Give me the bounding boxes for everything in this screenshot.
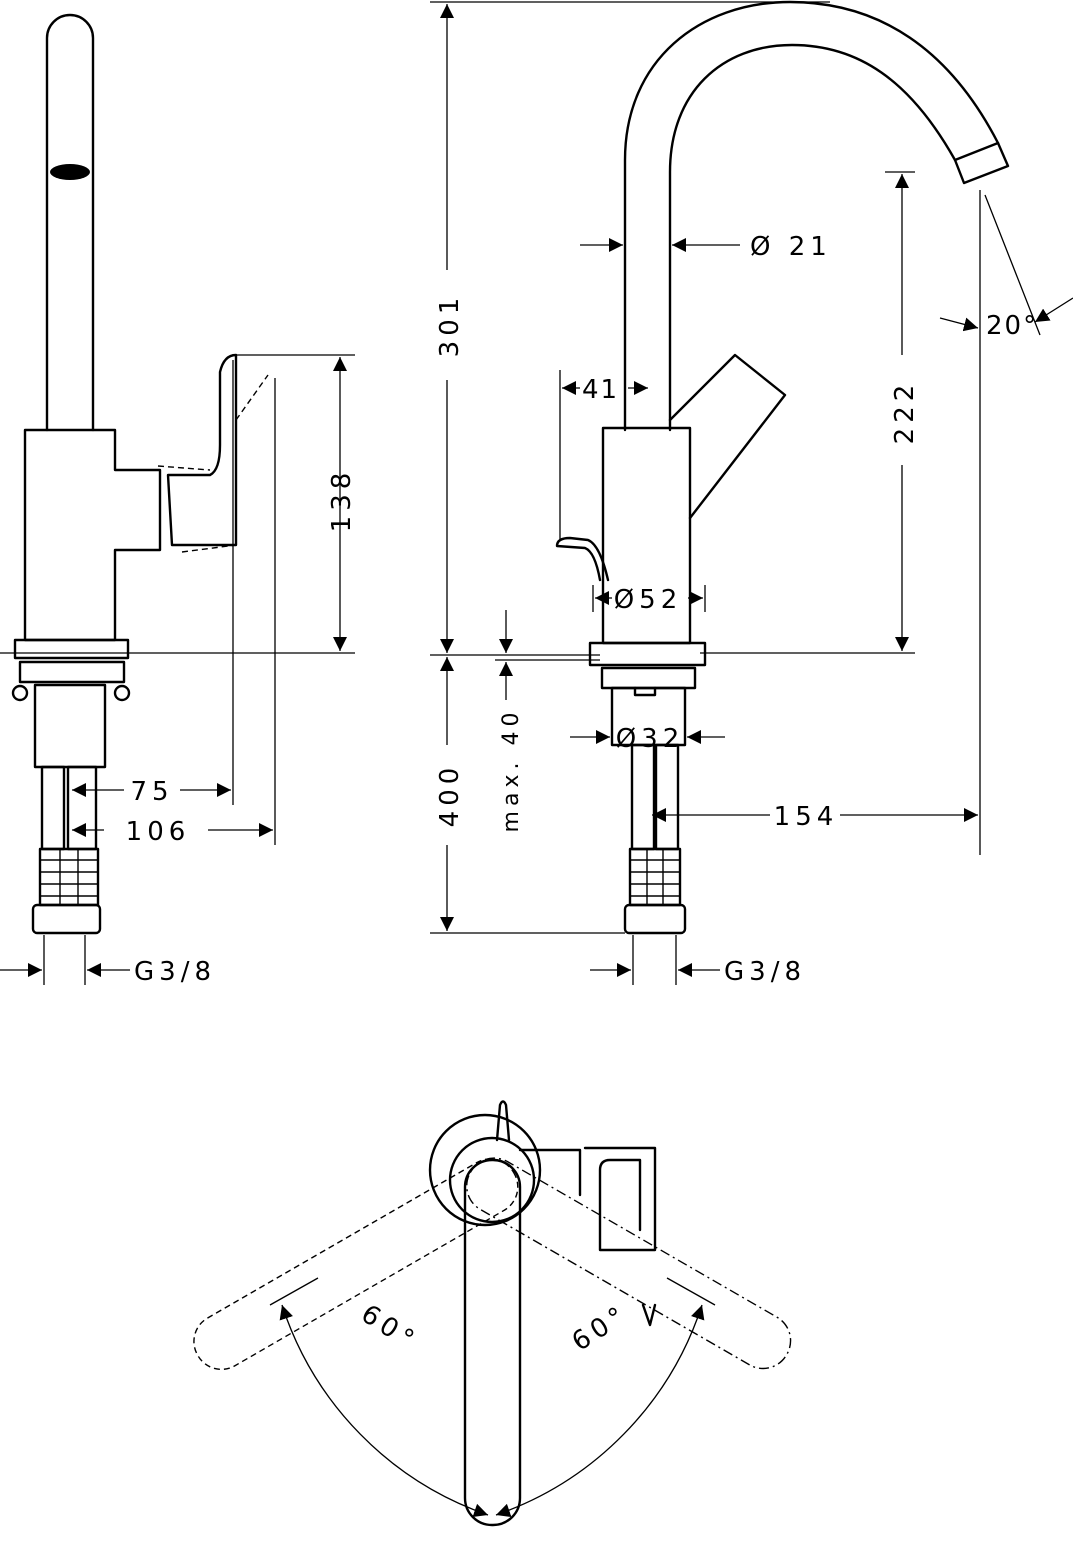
- lever: [166, 353, 238, 547]
- hose-2: [66, 765, 98, 851]
- dim-angle-20: 20°: [986, 311, 1038, 341]
- gooseneck-outer: [623, 0, 1000, 432]
- body-inner-circle: [448, 1136, 536, 1224]
- dim-g38-side: G3/8: [134, 957, 216, 987]
- base-thread: [600, 666, 697, 690]
- spout-center: [463, 1158, 522, 1527]
- dim-max-40: max. 40: [499, 708, 524, 833]
- dim-138: 138: [327, 468, 357, 533]
- dim-diameter-52: Ø52: [614, 585, 683, 615]
- hose-1: [630, 743, 656, 851]
- dim-154: 154: [774, 802, 839, 832]
- base-ring: [13, 638, 130, 660]
- top-view: 60° 60°: [193, 1100, 792, 1527]
- spout-tube: [45, 13, 95, 432]
- swivel-arc-left: [279, 1304, 489, 1518]
- body: [23, 428, 162, 642]
- dim-diameter-21: Ø 21: [750, 232, 832, 262]
- side-view: 138 75 106 G3/8: [0, 13, 357, 987]
- popup-rod: [555, 536, 610, 582]
- dim-301: 301: [435, 293, 465, 358]
- base-thread: [18, 660, 126, 684]
- dim-g38-front: G3/8: [724, 957, 806, 987]
- aerator: [50, 164, 90, 180]
- dim-222: 222: [890, 380, 920, 445]
- dim-41: 41: [582, 375, 619, 405]
- body-outer-circle: [428, 1113, 542, 1227]
- dim-diameter-32: Ø32: [616, 724, 685, 754]
- swivel-arc-right: [495, 1304, 705, 1518]
- lever-body: [518, 1146, 657, 1252]
- dim-angle-60-right: 60°: [567, 1299, 635, 1357]
- spout-left-position: [193, 1158, 519, 1371]
- lever: [668, 353, 787, 520]
- dim-angle-60-left: 60°: [356, 1299, 424, 1357]
- hose-1: [40, 765, 66, 851]
- shank-block: [33, 683, 107, 769]
- base-ring: [588, 641, 707, 667]
- dim-75: 75: [130, 777, 173, 807]
- hose-nuts: [623, 903, 687, 935]
- lever-alt-position: [157, 374, 269, 553]
- popup-knob: [641, 1303, 657, 1327]
- handle-valve: [495, 1100, 511, 1142]
- nut-left: [11, 684, 29, 702]
- dim-400: 400: [435, 763, 465, 828]
- hose-2: [654, 743, 680, 851]
- dim-106: 106: [126, 817, 191, 847]
- fixing-pin: [633, 686, 657, 697]
- spout-nozzle: [953, 141, 1010, 185]
- front-view: 301 400 max. 40 Ø 21 20° 41 222 Ø52: [430, 0, 1073, 987]
- spout-right-position: [466, 1157, 792, 1370]
- hose-nuts: [31, 903, 102, 935]
- gooseneck-inner: [668, 43, 957, 432]
- nut-right: [113, 684, 131, 702]
